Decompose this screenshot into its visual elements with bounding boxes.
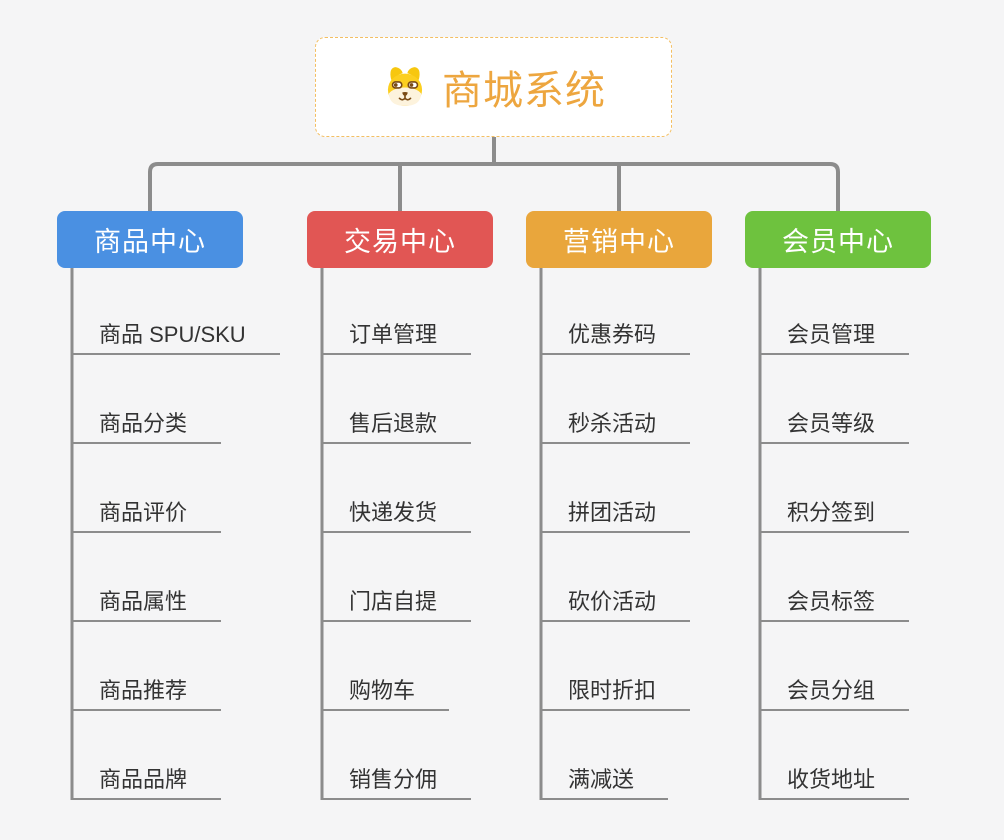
- dog-face-icon: [387, 67, 423, 106]
- branch-header-product-center[interactable]: 商品中心: [57, 211, 243, 268]
- root-title: 商城系统: [442, 69, 606, 113]
- leaf-node[interactable]: 限时折扣: [540, 622, 691, 711]
- leaf-node[interactable]: 会员标签: [759, 533, 910, 622]
- leaf-node[interactable]: 商品推荐: [71, 622, 222, 711]
- branch-header-member-center[interactable]: 会员中心: [745, 211, 931, 268]
- leaf-node[interactable]: 秒杀活动: [540, 355, 691, 444]
- leaf-node[interactable]: 商品属性: [71, 533, 222, 622]
- branch-header-marketing-center[interactable]: 营销中心: [526, 211, 712, 268]
- branch-items-trade-center: 订单管理 售后退款 快递发货 门店自提 购物车 销售分佣: [321, 268, 472, 800]
- branch-label: 会员中心: [782, 227, 894, 257]
- leaf-node[interactable]: 商品分类: [71, 355, 222, 444]
- root-node[interactable]: 商城系统: [315, 37, 672, 137]
- branch-header-trade-center[interactable]: 交易中心: [307, 211, 493, 268]
- leaf-node[interactable]: 会员分组: [759, 622, 910, 711]
- leaf-node[interactable]: 购物车: [321, 622, 450, 711]
- branch-label: 交易中心: [344, 227, 456, 257]
- leaf-node[interactable]: 订单管理: [321, 268, 472, 355]
- leaf-node[interactable]: 会员管理: [759, 268, 910, 355]
- leaf-node[interactable]: 门店自提: [321, 533, 472, 622]
- leaf-node[interactable]: 售后退款: [321, 355, 472, 444]
- leaf-node[interactable]: 砍价活动: [540, 533, 691, 622]
- branch-label: 商品中心: [94, 227, 206, 257]
- leaf-node[interactable]: 商品品牌: [71, 711, 222, 800]
- leaf-node[interactable]: 拼团活动: [540, 444, 691, 533]
- leaf-node[interactable]: 快递发货: [321, 444, 472, 533]
- branch-items-product-center: 商品 SPU/SKU 商品分类 商品评价 商品属性 商品推荐 商品品牌: [71, 268, 280, 800]
- branch-items-member-center: 会员管理 会员等级 积分签到 会员标签 会员分组 收货地址: [759, 268, 910, 800]
- leaf-node[interactable]: 积分签到: [759, 444, 910, 533]
- leaf-node[interactable]: 会员等级: [759, 355, 910, 444]
- leaf-node[interactable]: 满减送: [540, 711, 669, 800]
- leaf-node[interactable]: 收货地址: [759, 711, 910, 800]
- branch-items-marketing-center: 优惠券码 秒杀活动 拼团活动 砍价活动 限时折扣 满减送: [540, 268, 691, 800]
- branch-label: 营销中心: [563, 227, 675, 257]
- leaf-node[interactable]: 优惠券码: [540, 268, 691, 355]
- leaf-node[interactable]: 商品评价: [71, 444, 222, 533]
- bus-line: [148, 162, 840, 212]
- leaf-node[interactable]: 销售分佣: [321, 711, 472, 800]
- leaf-node[interactable]: 商品 SPU/SKU: [71, 268, 280, 355]
